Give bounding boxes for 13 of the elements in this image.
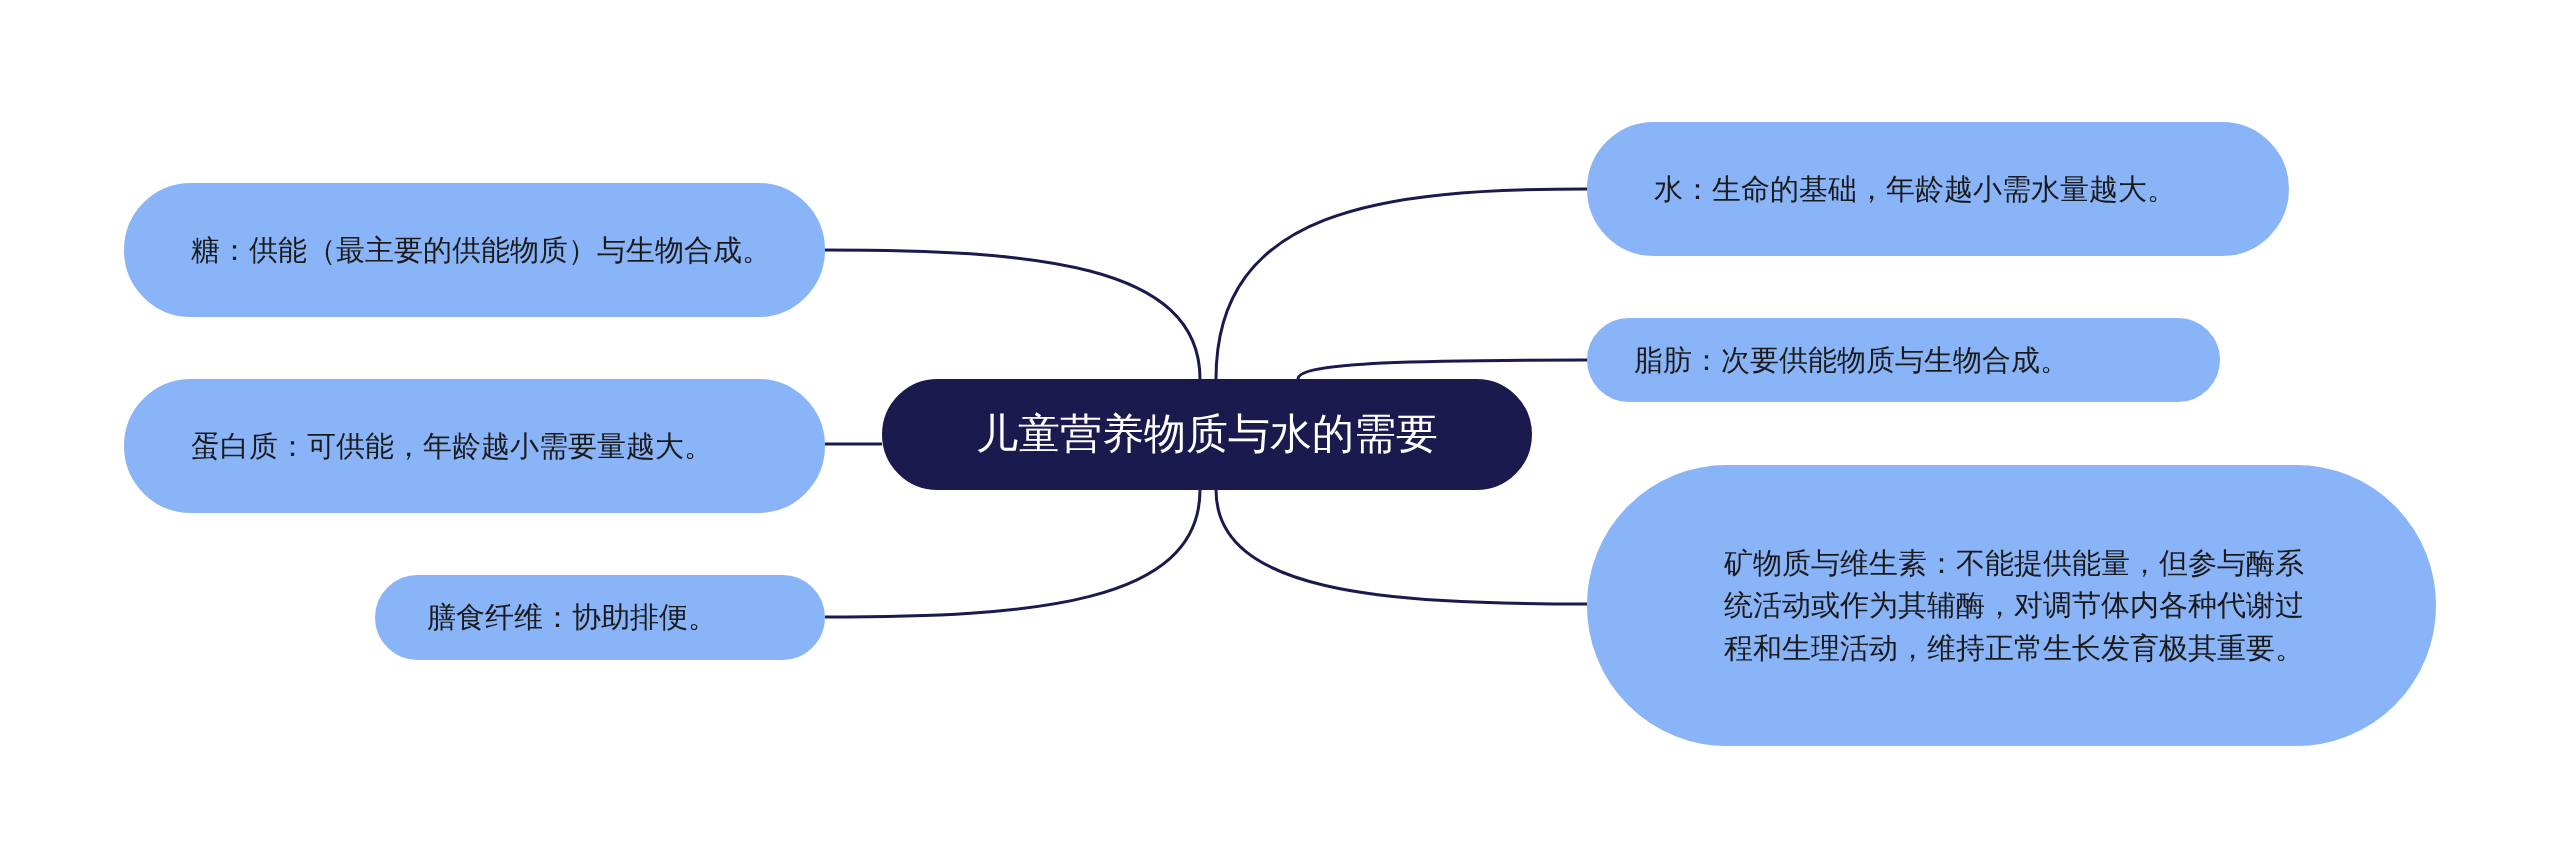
topic-text: 糖：供能（最主要的供能物质）与生物合成。 [191, 231, 771, 269]
connector-line [1296, 358, 1587, 380]
topic-text: 膳食纤维：协助排便。 [427, 599, 717, 637]
connector-line [825, 489, 1202, 619]
topic-text: 脂肪：次要供能物质与生物合成。 [1634, 341, 2069, 379]
topic-text: 水：生命的基础，年龄越小需水量越大。 [1654, 170, 2176, 208]
topic-text: 儿童营养物质与水的需要 [976, 408, 1438, 461]
connector-line [825, 248, 1202, 380]
connector-line [1214, 489, 1587, 606]
connector-line [825, 442, 882, 446]
topic-text: 矿物质与维生素：不能提供能量，但参与酶系统活动或作为其辅酶，对调节体内各种代谢过程和生理活动，维持正常生长发育极其重要。 [1724, 545, 2305, 667]
connector-line [1214, 187, 1587, 380]
topic-text: 蛋白质：可供能，年龄越小需要量越大。 [191, 427, 713, 465]
